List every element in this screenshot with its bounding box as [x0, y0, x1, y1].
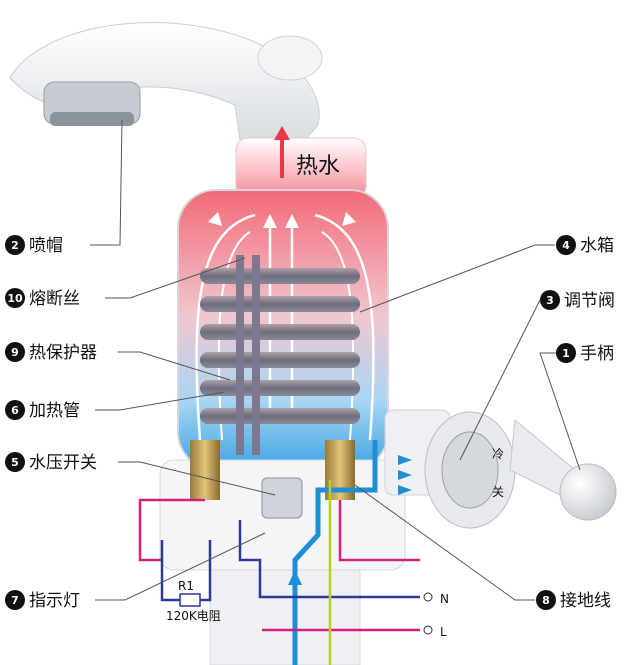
terminal-n-label: N	[440, 592, 449, 606]
heating-coil	[200, 255, 360, 455]
label-part-9: 9 热保护器	[5, 342, 97, 363]
svg-text:2: 2	[11, 239, 19, 252]
cold-water-arrow	[288, 570, 302, 585]
label-part-3-name: 调节阀	[564, 291, 615, 311]
label-part-9-name: 热保护器	[29, 343, 97, 363]
label-part-10: 10 熔断丝	[5, 288, 80, 309]
svg-text:1: 1	[562, 347, 570, 360]
faucet-spout	[9, 22, 323, 141]
svg-text:6: 6	[11, 404, 19, 417]
hot-water-label: 热水	[296, 154, 340, 179]
label-part-6-name: 加热管	[29, 401, 80, 421]
label-part-10-name: 熔断丝	[29, 289, 80, 309]
label-part-1-name: 手柄	[580, 344, 614, 364]
knob-cold-label: 冷	[492, 447, 504, 461]
label-part-2-name: 喷帽	[29, 236, 63, 256]
svg-text:3: 3	[546, 294, 554, 307]
knob-off-label: 关	[492, 485, 504, 499]
label-part-8-name: 接地线	[560, 591, 611, 611]
terminal-left	[190, 440, 220, 500]
terminal-l-label: L	[440, 625, 447, 639]
svg-text:8: 8	[542, 594, 550, 607]
svg-text:5: 5	[11, 456, 19, 469]
label-part-2: 2 喷帽	[5, 235, 63, 256]
svg-text:4: 4	[562, 239, 570, 252]
label-part-4-name: 水箱	[580, 236, 614, 256]
label-part-1: 1 手柄	[556, 343, 614, 364]
handle	[509, 419, 617, 521]
label-part-7: 7 指示灯	[5, 590, 80, 611]
label-part-5-name: 水压开关	[29, 453, 97, 473]
pressure-switch	[261, 477, 303, 519]
adjustment-valve: 冷 关	[384, 409, 516, 529]
svg-text:9: 9	[11, 346, 19, 359]
label-part-3: 3 调节阀	[540, 290, 615, 311]
svg-text:7: 7	[11, 594, 19, 607]
resistor-value: 120K电阻	[166, 609, 221, 623]
water-tank	[177, 189, 389, 471]
resistor-r1	[179, 593, 201, 607]
inlet-pipe	[209, 569, 361, 665]
terminal-l-dot	[423, 625, 433, 635]
label-part-6: 6 加热管	[5, 400, 80, 421]
label-part-8: 8 接地线	[536, 590, 611, 611]
hot-water-arrowhead	[274, 126, 290, 140]
resistor-ref: R1	[178, 579, 194, 593]
svg-text:10: 10	[7, 292, 23, 305]
label-part-7-name: 指示灯	[29, 591, 80, 611]
label-part-5: 5 水压开关	[5, 452, 97, 473]
label-part-4: 4 水箱	[556, 235, 614, 256]
terminal-n-dot	[423, 592, 433, 602]
wiring	[138, 480, 420, 665]
